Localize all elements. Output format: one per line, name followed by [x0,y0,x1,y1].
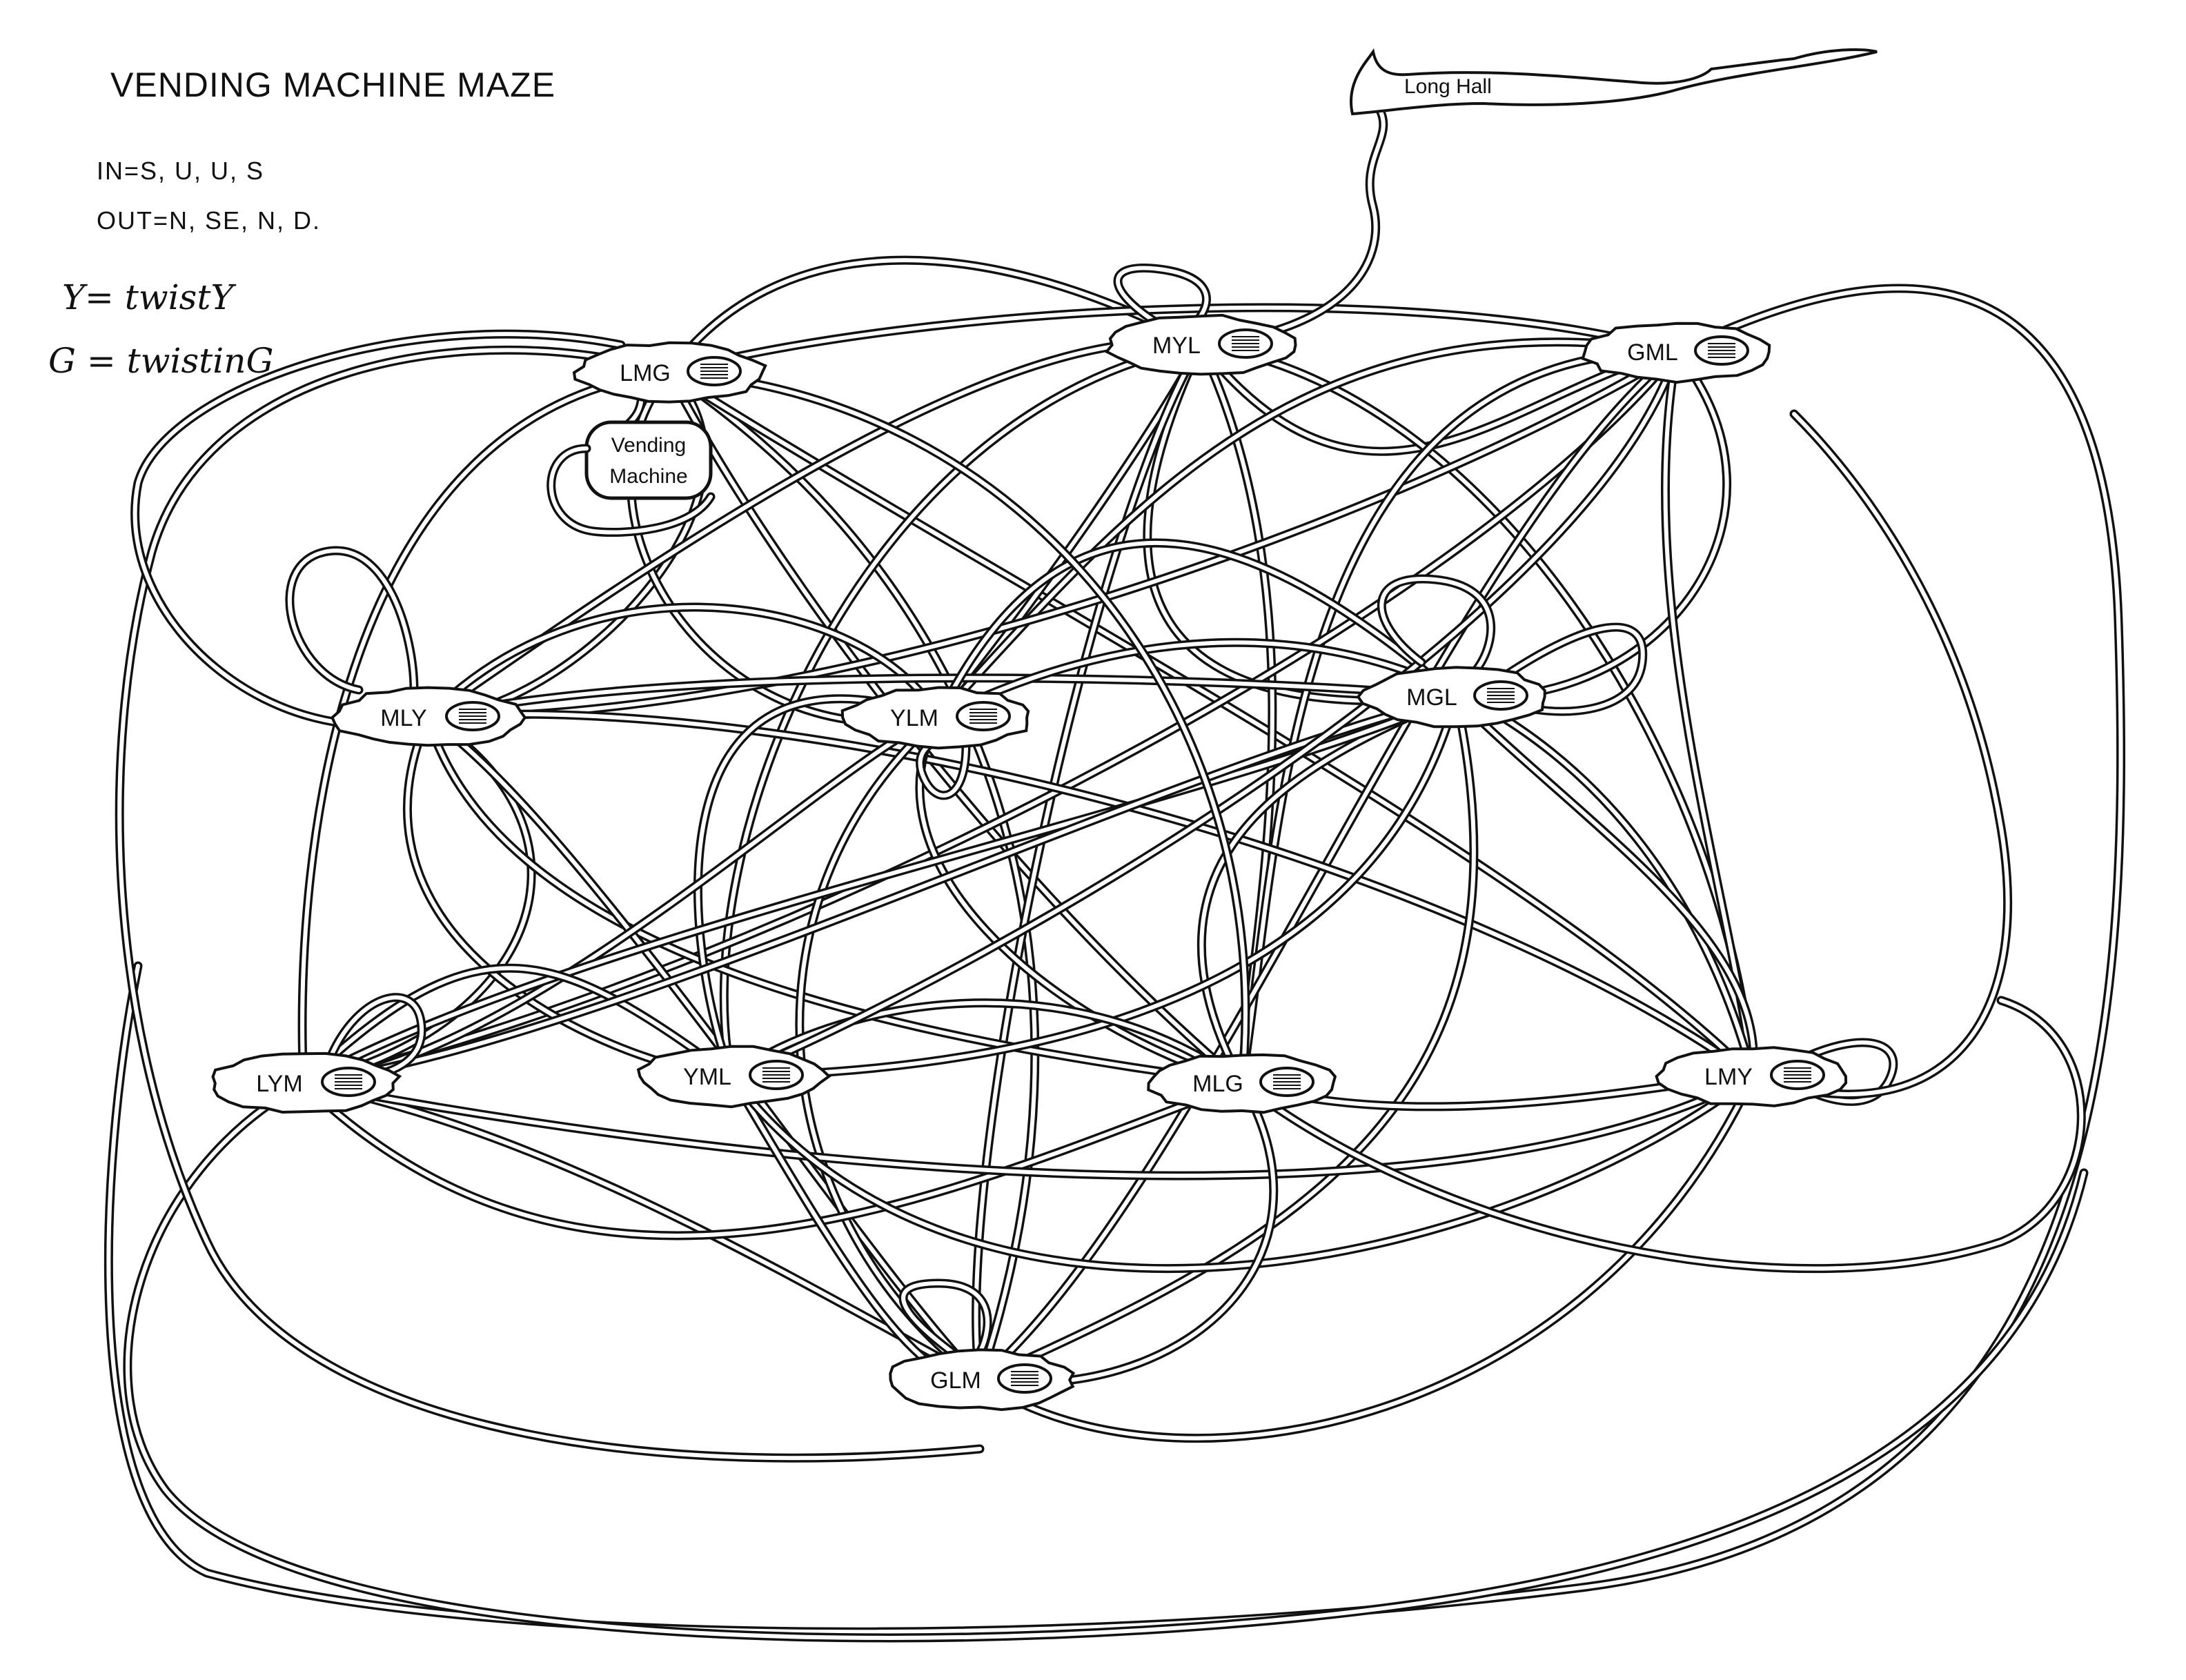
passage-lym-mlg [299,1078,1247,1241]
passage-mly-ylm [423,602,943,722]
passage-lym-yml [299,963,736,1088]
room-myl: MYL [1104,313,1297,376]
room-glm: GLM [889,1348,1076,1412]
passage-mgl-lym [299,692,1461,1088]
room-label: GML [1627,339,1678,366]
room-lmg: LMG [572,341,767,404]
room-lmy: LMY [1655,1046,1848,1107]
passage-mgl-lmy [1451,692,1758,1081]
room-yml: YML [636,1045,831,1109]
room-mly: MLY [331,686,527,747]
passage-lym-glm [299,1078,985,1385]
passage-mgl-loop-2 [1499,622,1648,716]
passage-myl-glm [972,340,1205,1385]
passage-mly-mlg [423,713,1247,1088]
passage-glm-loop-5 [898,1278,992,1357]
passage-gml-lym [299,347,1682,1088]
passage-yml-mlg [727,998,1247,1088]
diagram-title: VENDING MACHINE MAZE [110,66,555,104]
out-directions: OUT=N, SE, N, D. [97,206,321,235]
room-label: LMY [1704,1064,1753,1090]
passage-outer-5 [1237,996,2086,1274]
passage-outer-1 [123,1078,2089,1643]
passage-lmy-glm [975,1071,1757,1443]
passage-lmy-loop-3 [1789,1038,1898,1106]
passage-mgl-loop-1 [1377,574,1496,674]
passage-lmg-myl [664,255,1205,377]
room-ylm: YLM [840,686,1030,750]
long-hall: Long Hall [1196,48,1878,350]
passages-layer [104,255,2126,1643]
passage-mly-lmy [423,709,1757,1081]
passage-myl-mgl [1143,340,1461,706]
passage-yml-lmy [727,1071,1757,1274]
long-hall-label: Long Hall [1404,75,1492,98]
in-directions: IN=S, U, U, S [97,157,264,185]
room-label: LMG [620,360,671,386]
passage-mgl-yml [727,692,1461,1081]
vending-machine-label-line2: Machine [609,465,687,488]
room-label: GLM [930,1367,981,1394]
passage-lmg-gml [664,303,1682,377]
room-label: MLY [380,705,426,731]
room-label: MYL [1152,333,1201,359]
passage-lmg-lmy [664,368,1757,1081]
passage-outer-2 [115,346,985,1463]
room-gml: GML [1581,322,1771,384]
passage-myl-loop-6 [1113,264,1211,329]
passage-lmg-lym [297,368,674,1088]
passage-mly-loop-0 [285,546,419,695]
passage-lym-lmy [299,1071,1757,1180]
room-mgl: MGL [1356,666,1546,729]
passage-outer-4 [130,329,626,730]
room-label: YLM [890,705,938,731]
passage-ylm-mgl [934,538,1461,722]
legend-twisting: G = twistinG [48,341,273,381]
legend-twisty: Y= twistY [62,277,236,317]
passage-outer-3 [1748,409,2013,1099]
passage-mlg-lmg [664,368,1250,1088]
passage-yml-gml [727,347,1682,1081]
passage-outer-0 [104,284,2126,1637]
rooms-layer: LMG MYL GML MLY YLM MGL LYM YML MLG LMY GLM [211,313,1848,1412]
passage-lym-mgl [299,692,1461,1088]
passage-mgl-glm [975,692,1479,1385]
room-label: LYM [256,1071,302,1097]
room-label: YML [683,1064,731,1090]
vending-machine-label-line1: Vending [611,434,686,457]
room-mlg: MLG [1147,1053,1337,1114]
passage-ylm-yml [693,694,943,1081]
room-lym: LYM [211,1051,402,1114]
room-label: MGL [1406,684,1457,711]
room-label: MLG [1192,1071,1243,1097]
